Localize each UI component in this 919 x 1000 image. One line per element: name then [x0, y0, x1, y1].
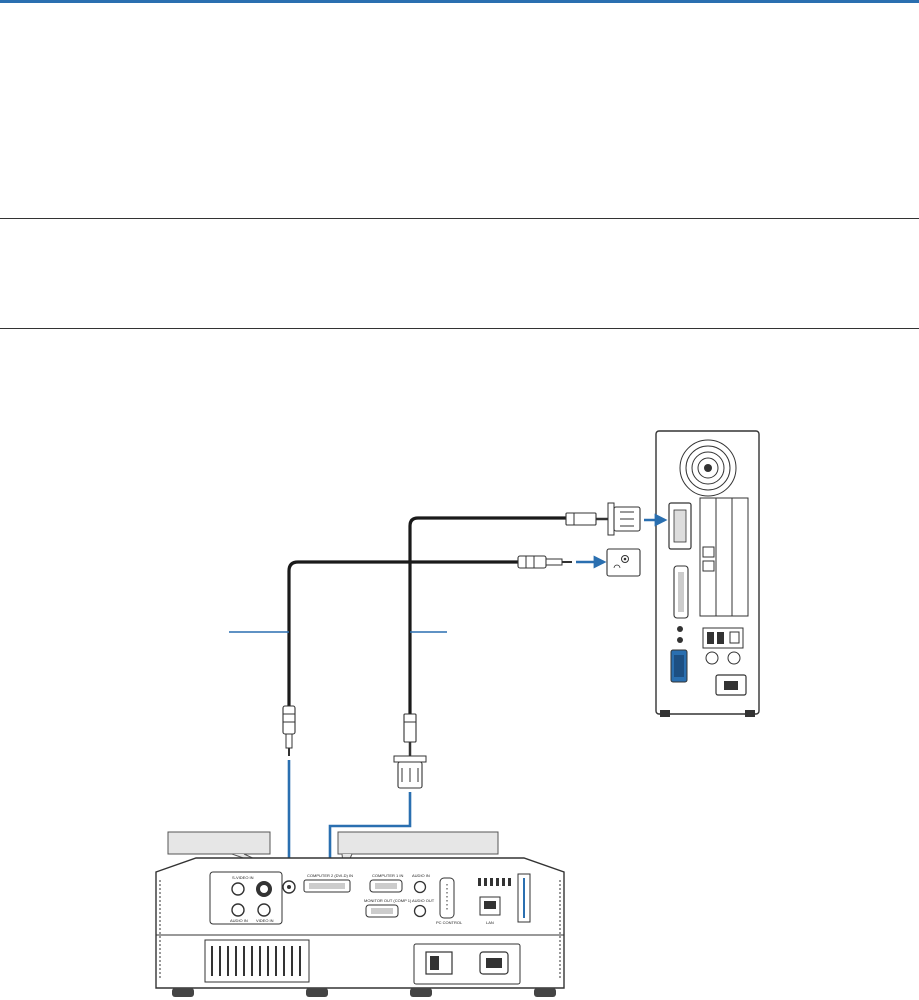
projector-lan-port-icon — [479, 896, 501, 916]
audio-cable — [287, 560, 518, 706]
label-audio-in-left: AUDIO IN — [230, 918, 248, 923]
pc-network-ports-icon — [702, 546, 715, 572]
projector-vga-in-port-icon — [369, 879, 403, 893]
section-divider-lower — [0, 328, 919, 329]
projector-audio-in-port-icon — [282, 880, 296, 894]
projector-audio-in-2-port-icon — [413, 880, 427, 894]
dvi-cable — [408, 516, 568, 716]
label-audio-in-right: AUDIO IN — [412, 873, 430, 878]
audio-plug-projector-end — [282, 705, 296, 756]
projector-power-switch-icon — [425, 951, 453, 975]
dvi-connector-projector-end — [393, 713, 427, 789]
label-s-video-in: S-VIDEO IN — [232, 875, 254, 880]
pc-ps2-ports-icon — [705, 651, 741, 665]
pc-usb-ports-icon — [702, 627, 744, 649]
label-lan: LAN — [486, 920, 494, 925]
projector-monitor-out-port-icon — [365, 904, 399, 918]
pc-vga-port-icon — [670, 649, 688, 683]
audio-plug-pc-end — [517, 555, 572, 569]
section-divider-upper — [0, 218, 919, 219]
projector-audio-out-port-icon — [413, 904, 427, 918]
arrow-to-projector-dvi-in — [323, 792, 412, 877]
label-pc-control: PC CONTROL — [436, 920, 463, 925]
audio-video-rca-ports-icon — [231, 882, 271, 917]
pc-power-inlet-icon — [715, 674, 747, 696]
projector-dvi-in-port-icon — [303, 879, 351, 893]
dvi-connector-pc-end — [565, 502, 641, 536]
label-video-in: VIDEO IN — [256, 918, 274, 923]
label-computer2-dvi-d-in: COMPUTER 2 (DVI-D) IN — [307, 873, 353, 878]
label-computer1-in: COMPUTER 1 IN — [372, 873, 403, 878]
computer-tower — [655, 430, 760, 717]
pc-dvi-port-icon — [668, 502, 692, 550]
pc-headphone-jack-icon — [606, 548, 641, 577]
projector-vent-grille — [204, 939, 310, 983]
projector-rear: S-VIDEO IN AUDIO IN VIDEO IN COMPUTER 2 … — [155, 857, 565, 997]
label-monitor-out: MONITOR OUT (COMP 1) — [364, 898, 412, 903]
pc-parallel-port-icon — [673, 565, 689, 619]
projector-power-inlet-icon — [479, 951, 509, 975]
projector-top-vents — [478, 878, 511, 886]
fan-grille-icon — [679, 439, 737, 497]
top-accent-rule — [0, 0, 919, 3]
pc-indicator-icon — [677, 637, 683, 643]
label-audio-out: AUDIO OUT — [412, 898, 435, 903]
projector-pc-control-port-icon — [439, 877, 455, 919]
pc-indicator-icon — [677, 626, 683, 632]
s-video-in-port-icon — [256, 881, 272, 897]
